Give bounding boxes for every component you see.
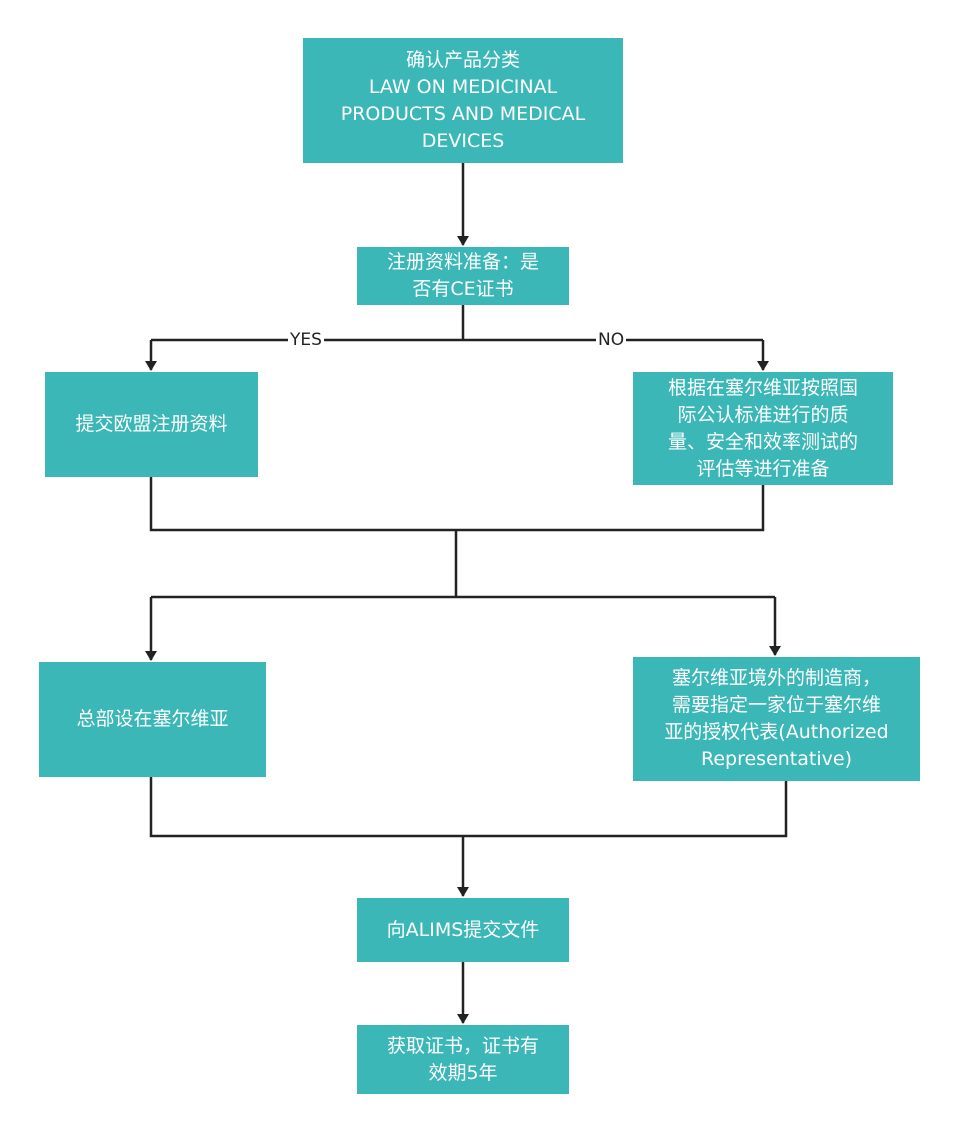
edge-label-yes: YES (288, 330, 324, 350)
node-prepare-docs: 注册资料准备：是 否有CE证书 (357, 247, 569, 305)
node-submit-eu-docs: 提交欧盟注册资料 (45, 372, 258, 477)
node-foreign-line-2: 需要指定一家位于塞尔维 (671, 694, 881, 716)
node-hq-line-1: 总部设在塞尔维亚 (76, 708, 229, 730)
node-hq-in-serbia: 总部设在塞尔维亚 (39, 662, 266, 777)
node-classify-line-4: DEVICES (421, 129, 505, 152)
node-submit-line-1: 向ALIMS提交文件 (386, 918, 540, 941)
node-classify-line-3: PRODUCTS AND MEDICAL (340, 102, 586, 125)
node-certificate-line-2: 效期5年 (428, 1061, 498, 1084)
node-foreign-manufacturer: 塞尔维亚境外的制造商， 需要指定一家位于塞尔维 亚的授权代表(Authorize… (633, 657, 920, 781)
node-foreign-line-3: 亚的授权代表(Authorized (664, 721, 889, 743)
node-obtain-certificate: 获取证书，证书有 效期5年 (357, 1025, 569, 1094)
node-certificate-line-1: 获取证书，证书有 (386, 1034, 539, 1057)
node-local-eval-line-2: 际公认标准进行的质 (677, 403, 849, 426)
node-prepare-line-1: 注册资料准备：是 (386, 251, 539, 273)
node-foreign-line-4: Representative) (701, 748, 852, 770)
node-submit-to-alims: 向ALIMS提交文件 (357, 898, 569, 962)
edge-label-no: NO (596, 330, 627, 350)
node-classify-line-2: LAW ON MEDICINAL (368, 75, 558, 98)
edge-merge-2 (149, 777, 788, 838)
node-foreign-line-1: 塞尔维亚境外的制造商， (671, 667, 881, 689)
node-prepare-line-2: 否有CE证书 (412, 278, 514, 300)
node-local-evaluation: 根据在塞尔维亚按照国 际公认标准进行的质 量、安全和效率测试的 评估等进行准备 (633, 372, 893, 485)
node-local-eval-line-4: 评估等进行准备 (696, 457, 830, 480)
node-local-eval-line-3: 量、安全和效率测试的 (667, 430, 858, 453)
node-classify-line-1: 确认产品分类 (405, 48, 520, 71)
node-eu-docs-line-1: 提交欧盟注册资料 (75, 413, 228, 435)
node-local-eval-line-1: 根据在塞尔维亚按照国 (667, 376, 858, 399)
node-classify-product: 确认产品分类 LAW ON MEDICINAL PRODUCTS AND MED… (303, 38, 623, 163)
